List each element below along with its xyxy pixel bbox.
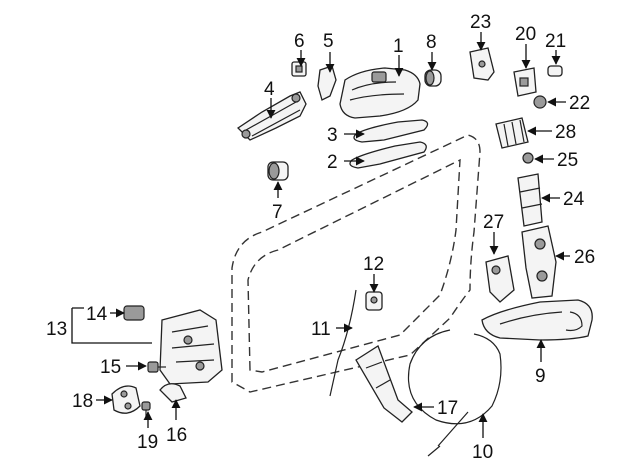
inner-handle-part (481, 299, 593, 341)
actuator-part-27 (485, 255, 515, 303)
hinge-part-20 (513, 67, 537, 97)
cylinder-part-7 (267, 161, 289, 181)
callout-28: 28 (555, 122, 576, 143)
cable-part-10 (407, 329, 502, 457)
door-outline (231, 134, 481, 393)
bushing-part-25 (522, 152, 534, 164)
callout-2: 2 (327, 152, 338, 173)
gasket-part-3 (353, 119, 429, 143)
outer-handle-part (339, 67, 421, 119)
callout-22: 22 (569, 93, 590, 114)
callout-25: 25 (557, 150, 578, 171)
hinge-plate-part-26 (521, 225, 557, 299)
grommet-part-14 (123, 305, 145, 321)
bracket-part-12 (365, 291, 383, 311)
callout-24: 24 (563, 189, 585, 210)
rod-part-11 (329, 289, 357, 397)
callout-27: 27 (483, 212, 504, 233)
leader-lines (71, 32, 570, 438)
boot-part-28 (495, 117, 529, 149)
callout-labels: 1 2 3 4 5 6 7 8 9 10 11 12 13 14 15 16 1… (46, 12, 595, 463)
callout-10: 10 (472, 442, 493, 463)
callout-18: 18 (72, 391, 93, 412)
clip-part-16 (159, 383, 187, 403)
callout-20: 20 (515, 24, 536, 45)
callout-3: 3 (327, 125, 338, 146)
latch-part-13 (159, 309, 223, 385)
bracket-part-17 (355, 345, 413, 423)
callout-6: 6 (294, 31, 305, 52)
cap-part-8 (424, 69, 442, 87)
callout-8: 8 (426, 32, 437, 53)
callout-19: 19 (137, 432, 158, 453)
hinge-part-24 (517, 173, 543, 227)
callout-1: 1 (393, 36, 404, 57)
callout-5: 5 (323, 31, 334, 52)
callout-12: 12 (363, 254, 384, 275)
callout-17: 17 (437, 398, 458, 419)
callout-23: 23 (470, 12, 491, 33)
bolt-part-15 (147, 361, 166, 373)
screw-part-19 (141, 401, 151, 420)
pin-part-21 (547, 65, 563, 77)
bushing-part-22 (533, 95, 547, 109)
callout-16: 16 (166, 425, 187, 446)
callout-14: 14 (86, 304, 108, 325)
callout-15: 15 (100, 357, 121, 378)
bracket-part-23 (469, 47, 495, 81)
bracket-part-5 (317, 65, 337, 101)
callout-26: 26 (574, 247, 595, 268)
callout-9: 9 (535, 366, 546, 387)
callout-21: 21 (545, 31, 566, 52)
callout-11: 11 (311, 319, 331, 340)
callout-4: 4 (264, 79, 275, 100)
callout-13: 13 (46, 319, 67, 340)
gasket-part-2 (349, 141, 427, 169)
striker-plate-part-18 (111, 385, 141, 414)
callout-7: 7 (272, 202, 283, 223)
clip-part-6 (291, 61, 307, 77)
